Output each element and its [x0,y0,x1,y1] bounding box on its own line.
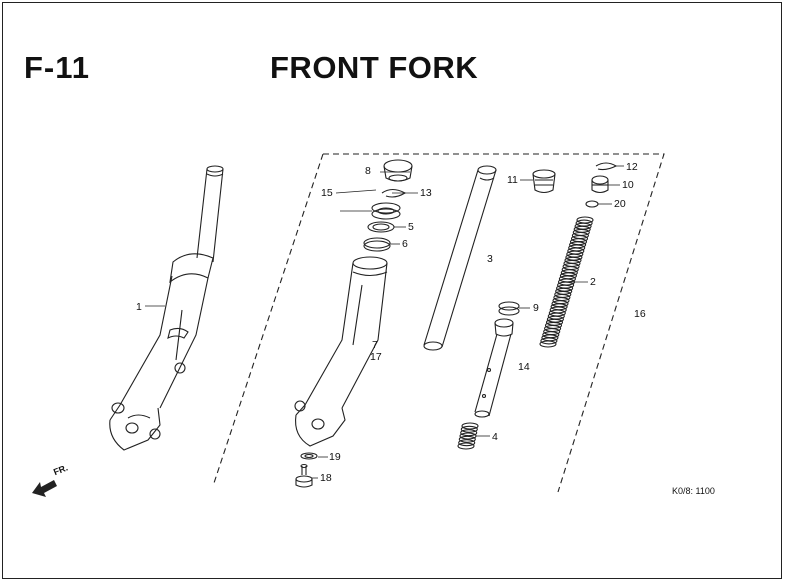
callout-11: 11 [507,174,518,186]
socket-bolt-icon [295,463,313,488]
callout-19: 19 [329,451,341,463]
callout-1: 1 [136,301,142,313]
reference-code: K0/8: 1100 [672,486,715,496]
callout-7: 7 [372,339,378,351]
callout-12: 12 [626,161,638,173]
callout-18: 18 [320,472,332,484]
fork-bolt-icon [532,169,556,194]
callout-14: 14 [518,361,530,373]
front-direction-arrow-icon [32,480,57,497]
fork-spring-icon [539,216,594,348]
rebound-spring-icon [457,422,479,450]
callout-5: 5 [408,221,414,233]
callout-15: 15 [321,187,333,199]
fork-spring-coil [540,337,558,345]
dust-seal-icon [383,159,413,182]
rebound-spring-coil [460,429,478,437]
outer-fork-slider-icon [294,256,388,447]
fork-spring-coil [539,340,557,348]
spring-seat-icon [591,175,609,194]
piston-ring-icon [498,301,520,316]
circlip-icon [595,162,618,171]
callout-leader-lines [145,165,624,479]
rebound-spring-coil [461,422,479,430]
callout-16: 16 [634,308,646,320]
fork-piston-icon [474,318,514,418]
callout-6: 6 [402,238,408,250]
fork-leg-assembly-icon [109,165,224,451]
page-title: FRONT FORK [270,50,479,85]
guide-bushing-icon [363,237,391,252]
callout-9: 9 [533,302,539,314]
rebound-spring-coil [457,442,475,450]
callout-2: 2 [590,276,596,288]
callout-13: 13 [420,187,432,199]
callout-8: 8 [365,165,371,177]
callout-17: 17 [370,351,382,363]
o-ring-icon [585,200,599,208]
rebound-spring-coil [458,439,476,447]
fork-pipe-icon [423,165,497,351]
callout-3: 3 [487,253,493,265]
backup-ring-icon [367,221,395,233]
oil-seal-icon [371,202,401,220]
sealing-washer-icon [300,452,318,460]
rebound-spring-coil [458,435,476,443]
callout-20: 20 [614,198,626,210]
assembly-dashed-boundary [212,153,665,493]
callout-10: 10 [622,179,634,191]
callout-4: 4 [492,431,498,443]
rebound-spring-coil [460,425,478,433]
section-code: F-11 [24,50,91,85]
